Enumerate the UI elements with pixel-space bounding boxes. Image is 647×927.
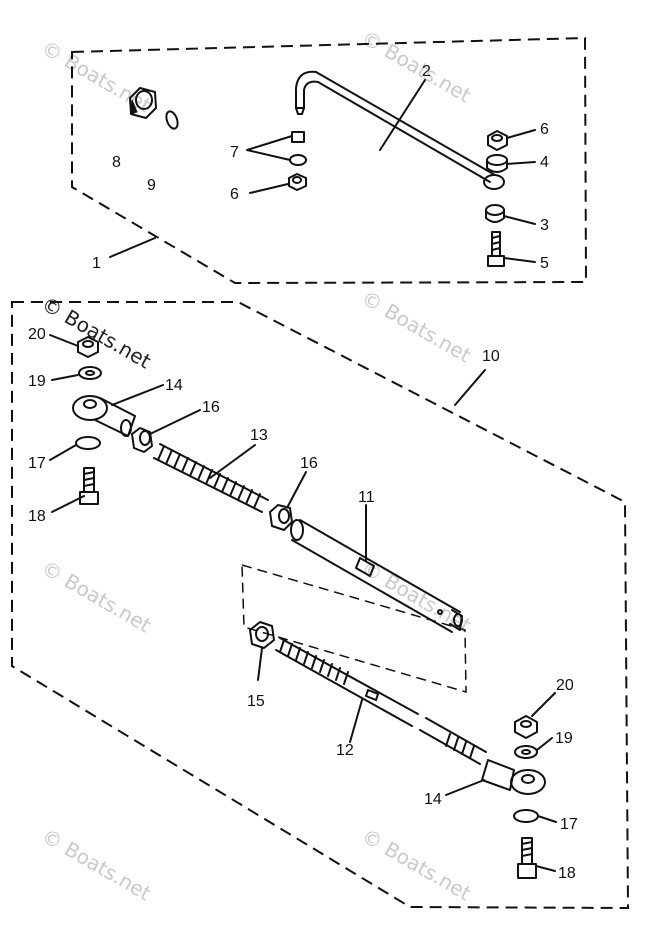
callout-19: 19 — [555, 730, 573, 747]
leader-line — [503, 257, 536, 263]
callout-9: 9 — [147, 177, 156, 194]
part-12-rod — [275, 637, 487, 765]
callout-1: 1 — [92, 255, 101, 272]
callout-10: 10 — [482, 348, 500, 365]
part-20-nut — [514, 715, 538, 739]
callout-20: 20 — [28, 326, 46, 343]
callout-17: 17 — [28, 455, 46, 472]
group-1-boundary — [71, 36, 588, 285]
callout-4: 4 — [540, 154, 549, 171]
callout-13: 13 — [250, 427, 268, 444]
leader-line — [503, 215, 536, 225]
part-6-nut — [487, 130, 508, 151]
part-7-washer — [289, 154, 307, 166]
leader-line — [149, 409, 201, 435]
part-17-washer — [75, 436, 101, 450]
callout-3: 3 — [540, 217, 549, 234]
part-18-bolt — [79, 467, 99, 505]
part-20-nut — [77, 336, 99, 358]
callout-6: 6 — [540, 121, 549, 138]
callout-5: 5 — [540, 255, 549, 272]
callout-18: 18 — [28, 508, 46, 525]
part-6-nut — [288, 173, 307, 191]
leader-line — [49, 444, 77, 461]
callout-16: 16 — [202, 399, 220, 416]
leader-line — [506, 161, 536, 165]
callout-16: 16 — [300, 455, 318, 472]
part-5-bolt — [487, 231, 505, 267]
watermark: © Boats.net — [38, 292, 156, 374]
watermark: © Boats.net — [38, 824, 156, 906]
leader-line — [537, 815, 557, 823]
part-3-collar — [485, 204, 505, 223]
part-4-bushing — [486, 154, 508, 173]
callout-7: 7 — [230, 144, 239, 161]
part-9-o-ring — [165, 110, 179, 130]
watermark: © Boats.net — [358, 824, 476, 906]
callout-19: 19 — [28, 373, 46, 390]
callout-12: 12 — [336, 742, 354, 759]
inner-boundary — [241, 563, 467, 694]
part-13-threaded-rod — [153, 443, 269, 513]
part-11-tube — [290, 519, 463, 633]
part-16-nut — [131, 427, 153, 453]
leader-line — [49, 334, 79, 347]
part-17-washer — [513, 809, 539, 823]
part-14-ball-joint — [481, 759, 546, 795]
group-10-boundary — [11, 301, 630, 910]
leader-line — [249, 183, 289, 194]
leader-line — [535, 865, 556, 872]
part-2-drag-link — [295, 70, 505, 190]
part-19-washer — [78, 366, 102, 380]
part-8-nut — [129, 87, 157, 119]
callout-20: 20 — [556, 677, 574, 694]
watermark: © Boats.net — [358, 286, 476, 368]
leader-line — [111, 384, 164, 406]
callout-15: 15 — [247, 693, 265, 710]
part-18-bolt — [517, 837, 537, 879]
callout-8: 8 — [112, 154, 121, 171]
callout-6: 6 — [230, 186, 239, 203]
callout-2: 2 — [422, 63, 431, 80]
leader-line — [349, 699, 363, 743]
callout-11: 11 — [358, 489, 375, 506]
leader-line — [257, 647, 263, 681]
leader-line — [109, 237, 156, 258]
callout-14: 14 — [165, 377, 183, 394]
callout-17: 17 — [560, 816, 578, 833]
callout-14: 14 — [424, 791, 442, 808]
leader-line — [246, 135, 293, 161]
part-16-nut — [269, 504, 293, 531]
part-7-spacer — [291, 131, 305, 143]
part-15-nut — [249, 621, 275, 649]
leader-line — [51, 495, 85, 513]
callout-18: 18 — [558, 865, 576, 882]
watermark: © Boats.net — [38, 556, 156, 638]
part-19-washer — [514, 745, 538, 759]
part-14-ball-joint — [72, 395, 136, 437]
leader-line — [51, 374, 79, 381]
leader-line — [531, 692, 556, 717]
leader-line — [506, 129, 536, 139]
leader-line — [445, 779, 485, 796]
leader-line — [379, 79, 426, 151]
leader-line — [209, 444, 256, 479]
leader-line — [536, 737, 553, 751]
leader-line — [454, 369, 486, 406]
leader-line — [287, 471, 307, 507]
